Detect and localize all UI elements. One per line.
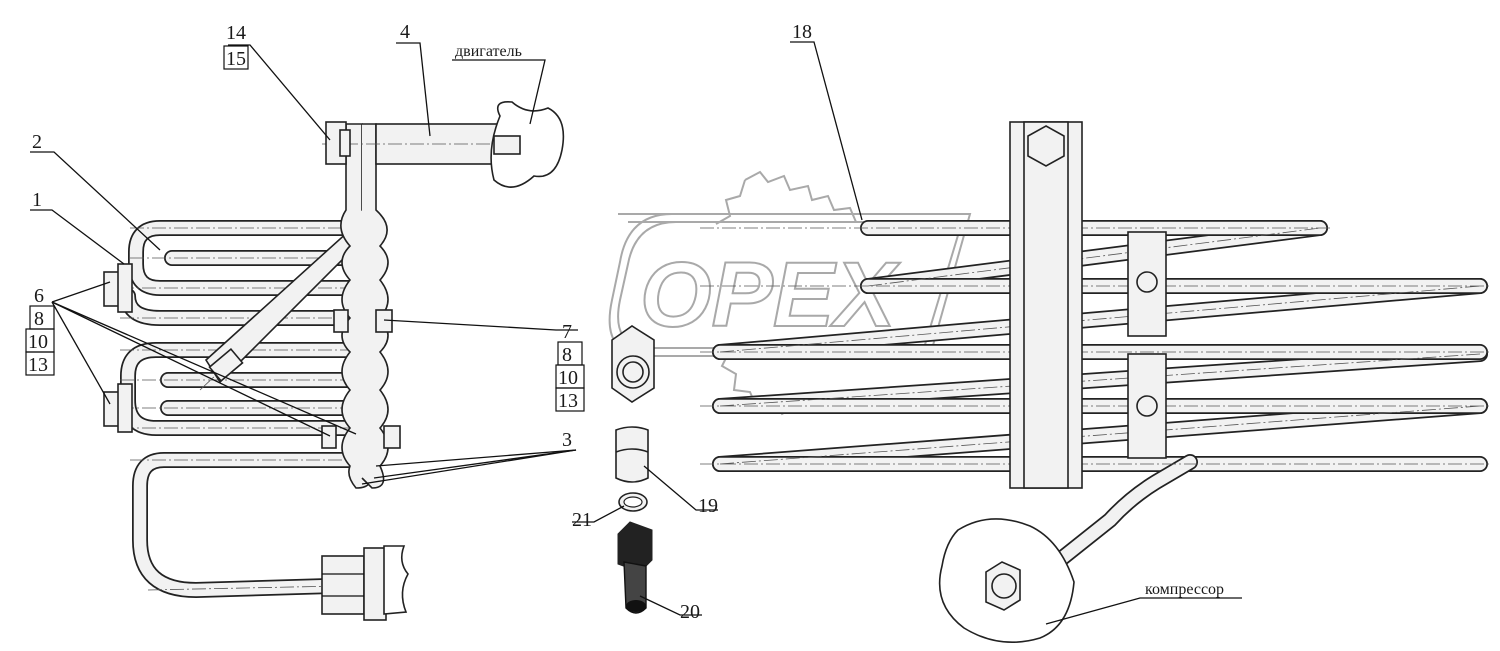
engine-shaft: [322, 100, 565, 188]
left-bolts: [103, 263, 401, 449]
callout-3: 3: [562, 429, 572, 451]
callout-20: 20: [680, 601, 700, 623]
callout-10-left: 10: [28, 331, 48, 353]
callout-6: 6: [34, 285, 44, 307]
fitting-item-19: [615, 426, 649, 483]
label-compressor: компрессор: [1145, 581, 1224, 598]
callout-21: 21: [572, 509, 592, 531]
right-pipe-coil: [700, 220, 1490, 606]
callout-13-center: 13: [558, 390, 578, 412]
callout-15-box: [223, 45, 249, 70]
callout-18: 18: [792, 21, 812, 43]
watermark-text: OPEX: [640, 244, 900, 346]
callout-4: 4: [400, 21, 410, 43]
outlet-fitting: [321, 545, 409, 621]
callout-19: 19: [698, 495, 718, 517]
compressor: [938, 518, 1075, 643]
callout-2: 2: [32, 131, 42, 153]
callout-8-center: 8: [562, 344, 572, 366]
clamp-bracket: [340, 123, 389, 489]
callout-15: 15: [226, 48, 246, 70]
callout-13-left: 13: [28, 354, 48, 376]
tube-end-item-20: [617, 521, 653, 614]
mounting-bracket: [1009, 121, 1083, 489]
washer-item-21: [618, 492, 648, 512]
bolt-head-top: [325, 121, 351, 165]
callouts: 14 15 4 двигатель 2 1 6 8 10 13 7 8 10 1…: [25, 21, 1224, 623]
callout-7: 7: [562, 321, 572, 343]
callout-10-center: 10: [558, 367, 578, 389]
coil-clamps: [1127, 231, 1167, 459]
nut-item-7: [611, 325, 655, 403]
callout-14: 14: [226, 22, 246, 44]
leader-lines: [30, 41, 1242, 625]
label-engine: двигатель: [455, 43, 522, 60]
watermark: OPEX: [608, 170, 972, 416]
callout-1: 1: [32, 189, 42, 211]
callout-8-left: 8: [34, 308, 44, 330]
engine-blob: [490, 100, 565, 188]
left-pipe-coil: [120, 220, 380, 598]
